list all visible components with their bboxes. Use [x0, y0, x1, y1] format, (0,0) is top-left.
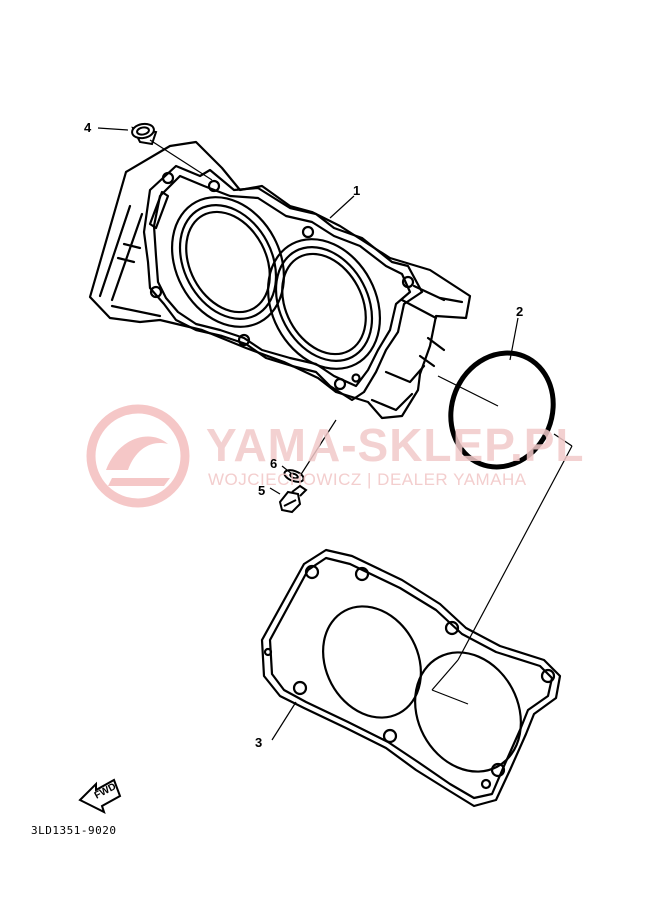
leader-line-6 — [281, 465, 293, 475]
bolt-washer-drawing — [278, 469, 308, 514]
callout-6: 6 — [270, 456, 278, 471]
leader-line-2-end — [553, 433, 573, 447]
fwd-arrow-icon — [78, 778, 122, 814]
leader-line-4 — [97, 127, 129, 131]
callout-3: 3 — [255, 735, 263, 750]
gasket-drawing — [260, 548, 562, 808]
callout-1: 1 — [353, 183, 361, 198]
leader-lines — [97, 127, 573, 741]
leader-line-cyl-to-washer — [299, 419, 337, 477]
watermark-title: YAMA-SKLEP.PL — [206, 419, 585, 471]
watermark-logo — [86, 404, 190, 508]
callout-4: 4 — [84, 120, 92, 135]
watermark-subtitle: WOJCIECHOWICZ | DEALER YAMAHA — [208, 470, 527, 489]
drawing-code: 3LD1351-9020 — [31, 824, 117, 837]
leader-line-2-to-gasket — [457, 445, 573, 661]
leader-line-2 — [509, 317, 519, 361]
leader-line-5 — [269, 487, 281, 495]
leader-line-2-center — [437, 375, 499, 407]
cylinder-drawing — [88, 140, 472, 420]
leader-line-3-center — [431, 689, 469, 705]
leader-line-4-to-hole — [149, 139, 213, 181]
callout-5: 5 — [258, 483, 266, 498]
leader-line-3 — [271, 701, 297, 741]
callout-2: 2 — [516, 304, 524, 319]
leader-line-3-top — [431, 659, 459, 691]
dowel-pin-drawing — [131, 122, 158, 146]
leader-line-1 — [329, 195, 355, 219]
o-ring-drawing — [448, 350, 556, 470]
